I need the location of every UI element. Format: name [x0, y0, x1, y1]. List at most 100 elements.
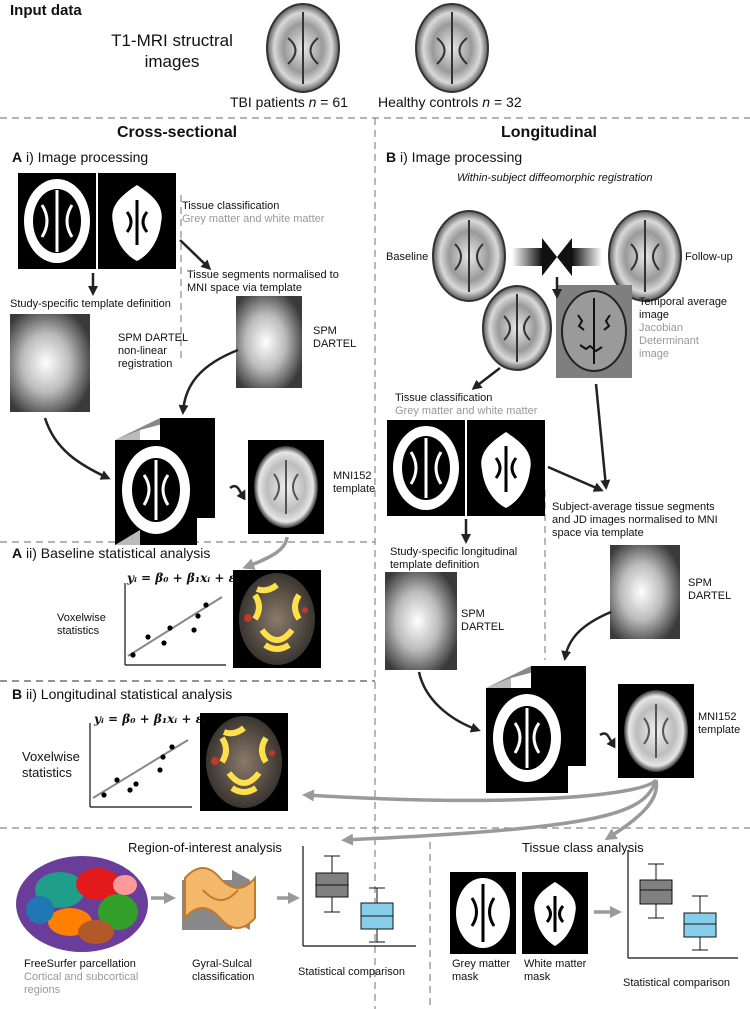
hc-count: Healthy controls n = 32 [378, 94, 522, 110]
b-voxel-line1: Voxelwise [22, 749, 80, 764]
jd-line2: Determinant [639, 335, 699, 347]
fs-line1: FreeSurfer parcellation [24, 958, 136, 970]
template-blur-b2 [610, 545, 680, 639]
b-tissue-class-sub: Grey matter and white matter [395, 405, 538, 417]
grey-matter-segment-a [18, 173, 96, 269]
wm-line1: White matter [524, 958, 587, 970]
subj-line2: and JD images normalised to MNI [552, 514, 718, 526]
aii-title-text: ii) Baseline statistical analysis [26, 545, 211, 561]
freesurfer-brain [16, 856, 148, 952]
jd-line3: image [639, 348, 669, 360]
long-heading: Longitudinal [501, 124, 597, 141]
fs-sub1: Cortical and subcortical [24, 971, 139, 983]
fs-sub2: regions [24, 984, 61, 996]
a-dartel1-line3: registration [118, 358, 173, 370]
template-blur-a1 [10, 314, 90, 412]
tissue-heading: Tissue class analysis [522, 840, 644, 855]
input-heading: Input data [10, 2, 82, 19]
a-dartel1-line1: SPM DARTEL [118, 332, 189, 344]
bii-letter: B [12, 686, 23, 702]
normalised-stack-b [486, 666, 586, 793]
b-tissue-class: Tissue classification [395, 392, 493, 404]
jacobian-image [556, 285, 632, 378]
a-mni-line1: MNI152 [333, 470, 372, 482]
template-blur-a2 [236, 296, 302, 388]
a-mni-line2: template [333, 483, 376, 495]
long-template-line2: template definition [390, 559, 480, 571]
temporal-line2: image [639, 309, 669, 321]
a-dartel1-line2: non-linear [118, 345, 167, 357]
tbi-n: n [308, 94, 317, 110]
bii-title-text: ii) Longitudinal statistical analysis [26, 686, 233, 702]
hc-n: n [482, 94, 491, 110]
roi-stat: Statistical comparison [298, 966, 405, 978]
a-segments-line1: Tissue segments normalised to [187, 269, 339, 281]
subj-line3: space via template [552, 527, 644, 539]
gm-line1: Grey matter [452, 958, 511, 970]
hc-label: Healthy controls [378, 94, 479, 110]
tbi-value: = 61 [320, 94, 348, 110]
gyral-line1: Gyral-Sulcal [192, 958, 252, 970]
tbi-count: TBI patients n = 61 [230, 94, 348, 110]
within-subject: Within-subject diffeomorphic registratio… [457, 172, 653, 184]
baseline-brain [432, 210, 506, 302]
gyral-sulcal-model [182, 867, 256, 930]
input-subtitle: T1-MRI structral images [92, 30, 252, 72]
b-mni-line2: template [698, 724, 741, 736]
grey-matter-segment-b [387, 420, 465, 516]
ai-title-text: i) Image processing [26, 149, 149, 165]
roi-heading: Region-of-interest analysis [128, 840, 282, 855]
hc-value: = 32 [493, 94, 522, 110]
template-blur-b1 [385, 572, 457, 670]
b-dartel2-line1: SPM [688, 577, 712, 589]
a-voxel-line2: statistics [57, 625, 100, 637]
b-dartel1-line2: DARTEL [461, 621, 505, 633]
aii-letter: A [12, 545, 23, 561]
normalised-stack-a [115, 418, 215, 545]
subj-line1: Subject-average tissue segments [552, 501, 715, 513]
grey-matter-mask [450, 872, 516, 954]
ai-title: A i) Image processing [12, 149, 149, 165]
mni-template-b [618, 684, 694, 778]
white-matter-segment-b [467, 420, 545, 516]
a-template-def: Study-specific template definition [10, 298, 171, 310]
white-matter-mask [522, 872, 588, 954]
a-dartel2-line2: DARTEL [313, 338, 357, 350]
temporal-average-brain [482, 285, 552, 371]
tbi-brain-image [266, 3, 340, 93]
bi-title-text: i) Image processing [400, 149, 523, 165]
wm-line2: mask [524, 971, 551, 983]
tbi-label: TBI patients [230, 94, 305, 110]
temporal-line1: Temporal average [639, 296, 728, 308]
baseline-label: Baseline [386, 251, 429, 263]
a-voxel-line1: Voxelwise [57, 612, 106, 624]
stat-map-b [200, 713, 288, 811]
gyral-line2: classification [192, 971, 255, 983]
cross-heading: Cross-sectional [117, 124, 238, 141]
bii-title: B ii) Longitudinal statistical analysis [12, 686, 233, 702]
aii-title: A ii) Baseline statistical analysis [12, 545, 211, 561]
grey-arrows [151, 536, 659, 918]
b-dartel1-line1: SPM [461, 608, 485, 620]
b-voxel-line2: statistics [22, 765, 72, 780]
input-subtitle-line2: images [144, 52, 200, 71]
a-equation: yᵢ = β₀ + β₁xᵢ + εᵢ [127, 571, 239, 585]
hc-brain-image [415, 3, 489, 93]
b-mni-line1: MNI152 [698, 711, 737, 723]
jd-line1: Jacobian [639, 322, 684, 334]
flow-arrows [43, 239, 616, 749]
followup-label: Follow-up [685, 251, 733, 263]
a-dartel2-line1: SPM [313, 325, 337, 337]
a-segments-line2: MNI space via template [187, 282, 302, 294]
bi-letter: B [386, 149, 397, 165]
boxplot-roi [302, 846, 416, 947]
mni-template-a [248, 440, 324, 534]
boxplot-tissue [627, 850, 738, 959]
b-equation: yᵢ = β₀ + β₁xᵢ + εᵢ [94, 712, 206, 726]
white-matter-segment-a [98, 173, 176, 269]
gm-line2: mask [452, 971, 479, 983]
input-subtitle-line1: T1-MRI structral [111, 31, 233, 50]
ai-letter: A [12, 149, 23, 165]
stat-map-a [233, 570, 321, 668]
